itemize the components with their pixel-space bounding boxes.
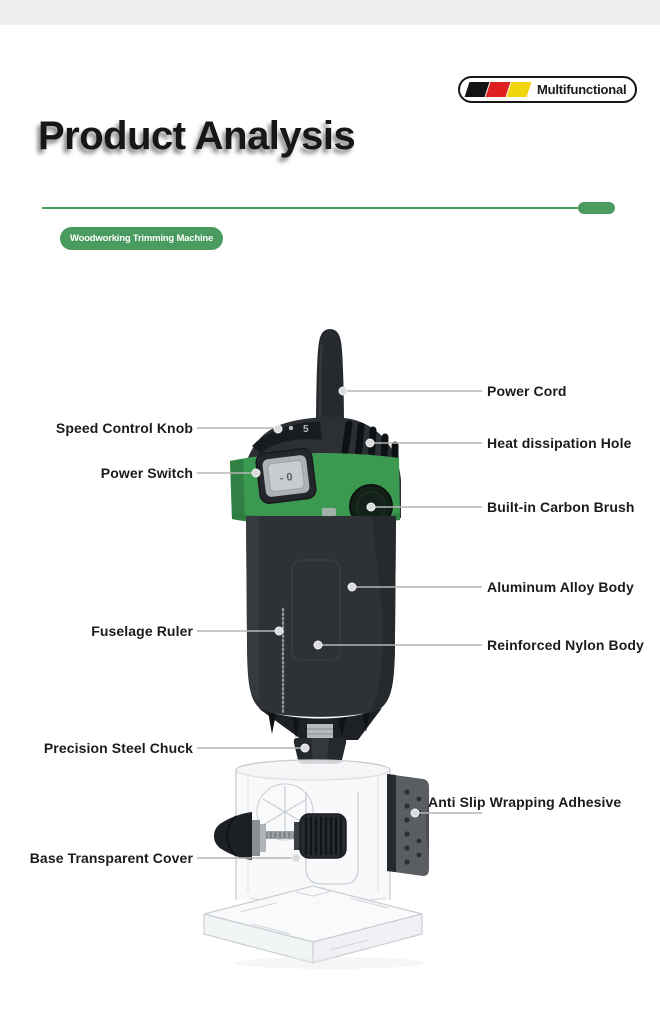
machine-body bbox=[246, 516, 396, 717]
power-switch-marks: - 0 bbox=[279, 471, 293, 484]
callout-power-switch: Power Switch bbox=[100, 465, 193, 481]
callout-leader-dots bbox=[251, 386, 420, 863]
product-tag-badge: Woodworking Trimming Machine bbox=[60, 227, 224, 250]
callout-reinforced-nylon-body: Reinforced Nylon Body bbox=[487, 637, 644, 653]
callout-base-transparent-cover: Base Transparent Cover bbox=[29, 850, 193, 866]
speed-dial-number: 5 bbox=[303, 424, 309, 435]
base-transparent-cover-part bbox=[235, 759, 391, 905]
speed-dial-recess bbox=[252, 421, 322, 454]
base-plate bbox=[203, 885, 425, 969]
callout-aluminum-alloy-body: Aluminum Alloy Body bbox=[487, 579, 634, 595]
multifunctional-label: Multifunctional bbox=[537, 82, 627, 97]
clamp-assembly bbox=[214, 812, 347, 860]
cone-knob bbox=[214, 812, 252, 860]
callout-heat-dissipation-hole: Heat dissipation Hole bbox=[487, 435, 632, 451]
multifunctional-badge: Multifunctional bbox=[458, 76, 638, 103]
callout-anti-slip-wrapping-adhesive: Anti Slip Wrapping Adhesive bbox=[428, 794, 622, 810]
divider bbox=[42, 202, 615, 214]
page-title: Product Analysis bbox=[38, 114, 356, 158]
top-band bbox=[0, 0, 660, 25]
divider-line bbox=[42, 207, 615, 209]
speed-dial-marker-dot bbox=[288, 425, 294, 431]
power-switch-part: - 0 bbox=[255, 448, 317, 504]
callout-speed-control-knob: Speed Control Knob bbox=[55, 420, 193, 436]
callout-power-cord: Power Cord bbox=[487, 383, 567, 399]
callout-fuselage-ruler: Fuselage Ruler bbox=[91, 623, 193, 639]
anti-slip-bracket bbox=[387, 774, 429, 876]
callout-leader-lines bbox=[197, 390, 482, 859]
divider-endcap bbox=[578, 202, 615, 214]
callout-built-in-carbon-brush: Built-in Carbon Brush bbox=[487, 499, 635, 515]
callout-precision-steel-chuck: Precision Steel Chuck bbox=[43, 740, 193, 756]
